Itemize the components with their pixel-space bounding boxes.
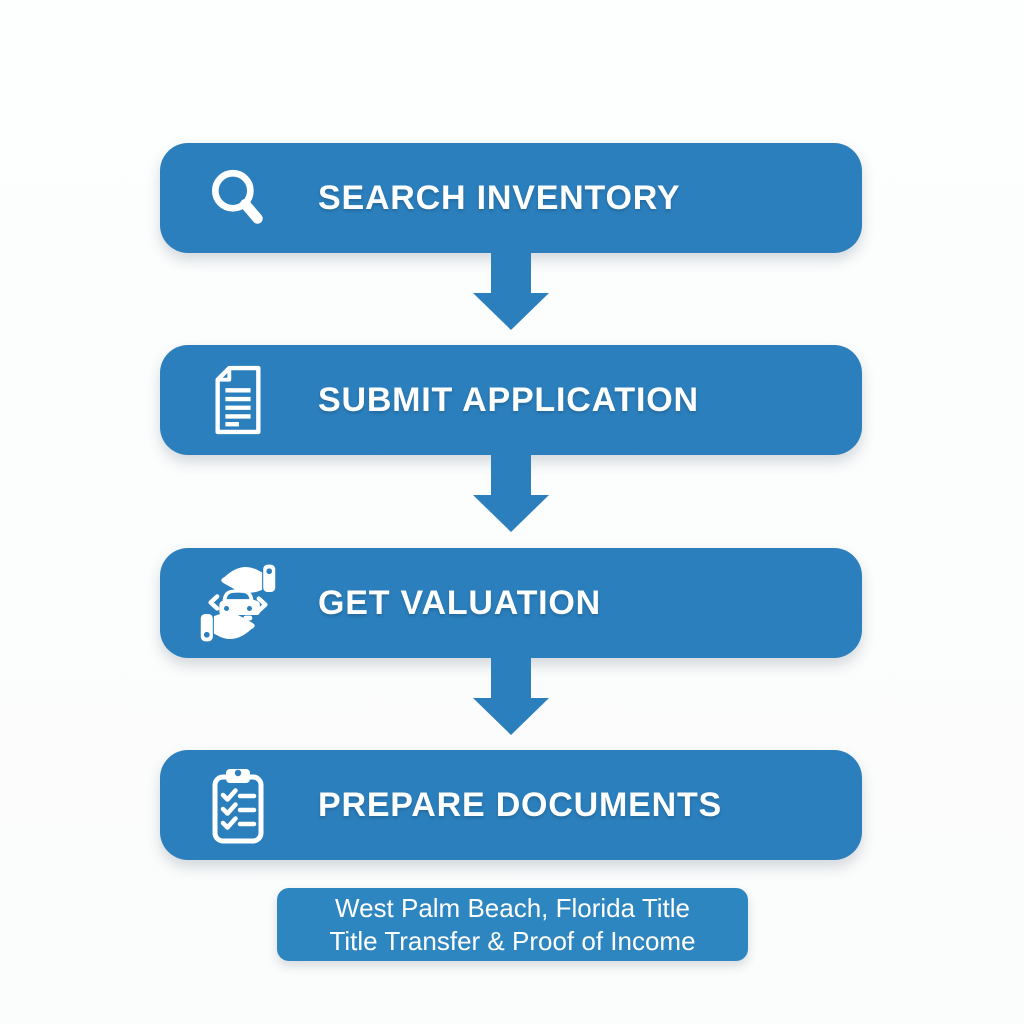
step-label: GET VALUATION xyxy=(318,583,602,622)
search-icon xyxy=(188,148,288,248)
car-valuation-icon xyxy=(188,553,288,653)
step-label: SUBMIT APPLICATION xyxy=(318,380,699,419)
step-label: PREPARE DOCUMENTS xyxy=(318,785,723,824)
down-arrow-icon xyxy=(473,455,549,532)
step-prepare-documents: PREPARE DOCUMENTS xyxy=(160,750,862,860)
clipboard-checklist-icon xyxy=(188,755,288,855)
step-search-inventory: SEARCH INVENTORY xyxy=(160,143,862,253)
caption-line-2: Title Transfer & Proof of Income xyxy=(329,925,696,956)
step-get-valuation: GET VALUATION xyxy=(160,548,862,658)
caption-line-1: West Palm Beach, Florida Title xyxy=(335,892,690,923)
down-arrow-icon xyxy=(473,253,549,330)
step-submit-application: SUBMIT APPLICATION xyxy=(160,345,862,455)
document-icon xyxy=(188,350,288,450)
step-label: SEARCH INVENTORY xyxy=(318,178,681,217)
caption-box: West Palm Beach, Florida Title Title Tra… xyxy=(277,888,748,961)
down-arrow-icon xyxy=(473,658,549,735)
